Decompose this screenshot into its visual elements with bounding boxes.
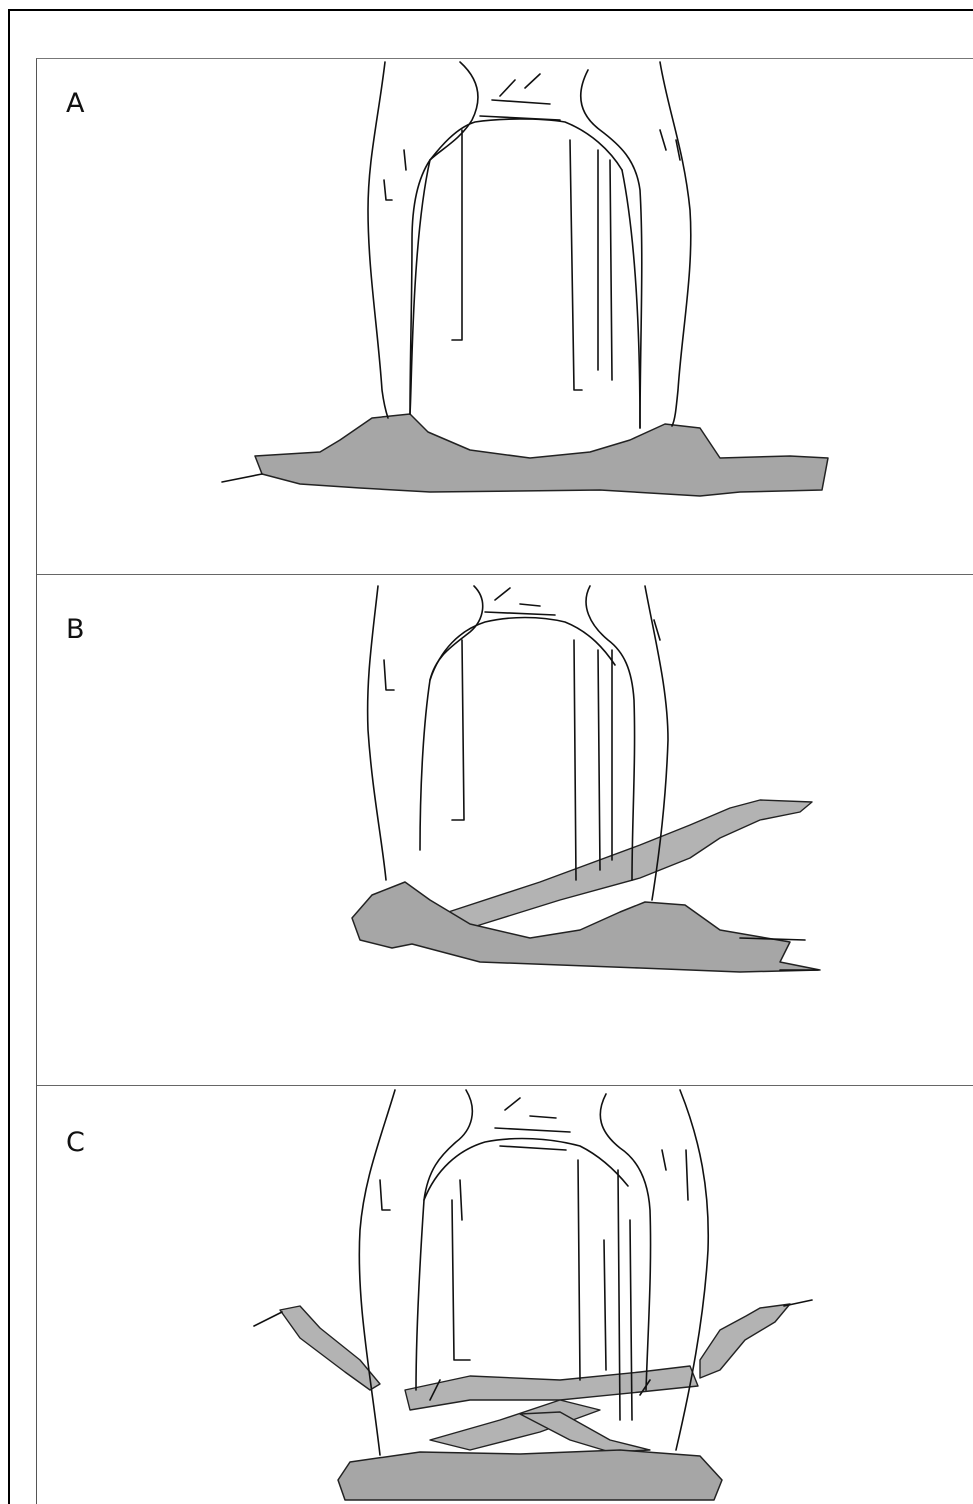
- panel-c-right-strap: [700, 1304, 790, 1378]
- panel-a-illustration: [222, 62, 828, 496]
- panel-c-illustration: [254, 1090, 812, 1500]
- panel-a-right-thigh: [660, 62, 691, 426]
- panel-c-cloth: [338, 1450, 722, 1500]
- panel-b-illustration: [352, 586, 820, 972]
- panel-b-strap: [430, 800, 812, 928]
- panel-a-left-thigh: [368, 62, 388, 418]
- panel-b-cloth: [352, 882, 820, 972]
- panel-a-cloth: [255, 414, 828, 496]
- panel-c-left-strap: [280, 1306, 380, 1390]
